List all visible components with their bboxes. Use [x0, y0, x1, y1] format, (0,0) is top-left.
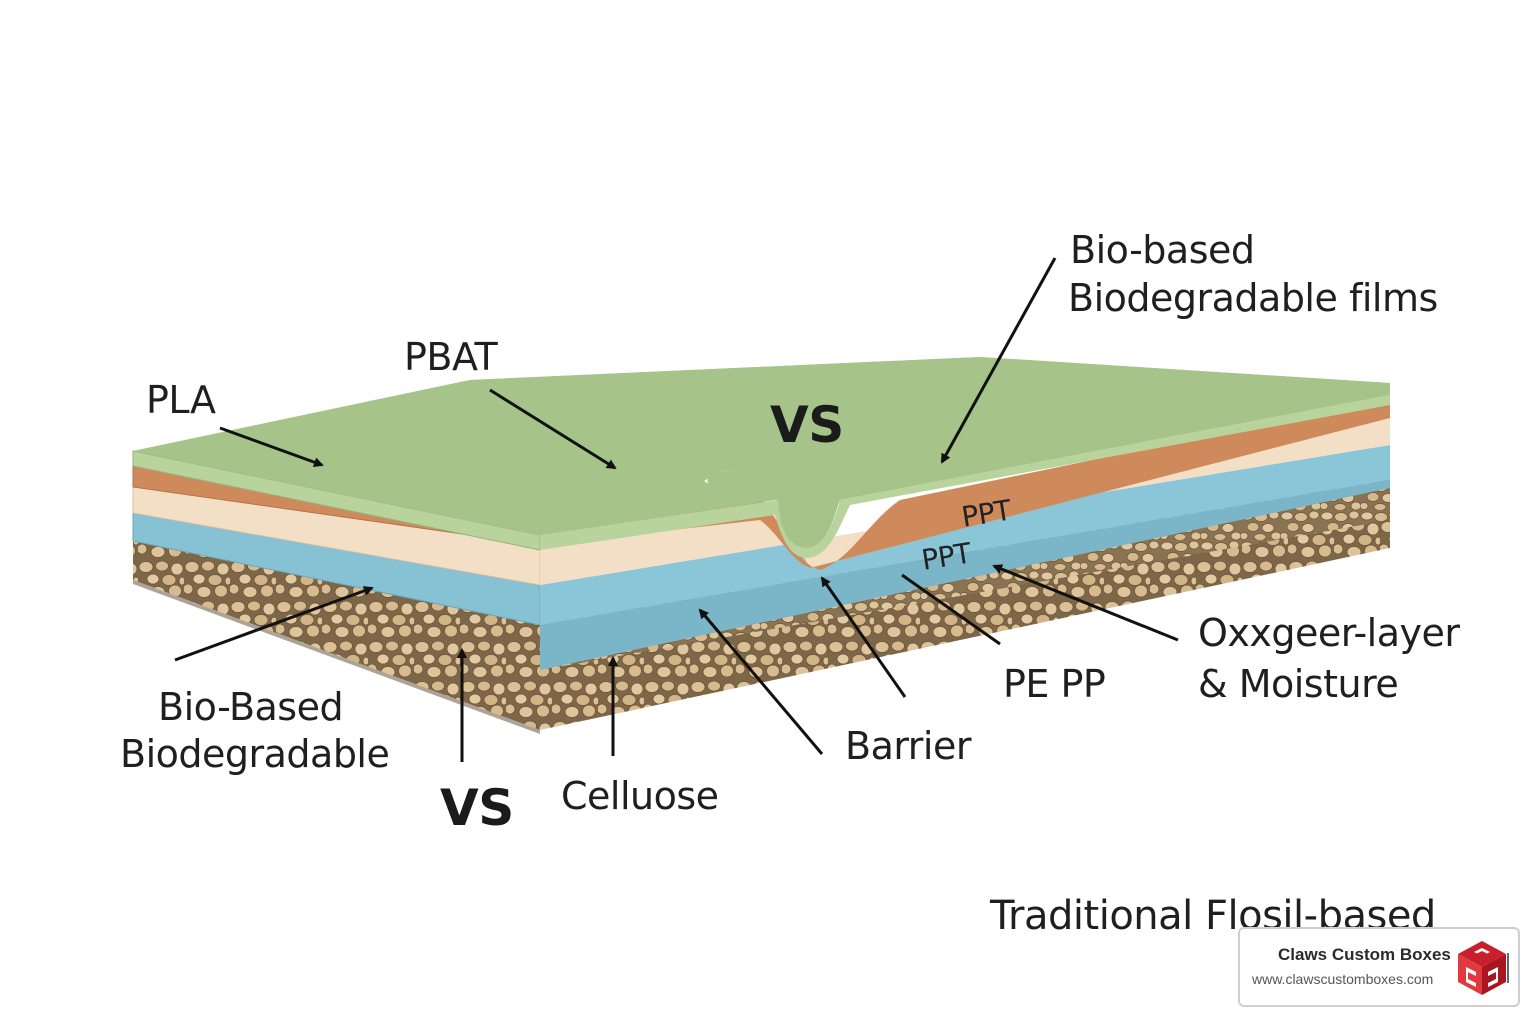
label-oxygen-line2: & Moisture — [1198, 662, 1399, 706]
label-pla: PLA — [146, 378, 216, 422]
brand-name: Claws Custom Boxes — [1278, 945, 1451, 964]
label-bio-films-line2: Biodegradable films — [1068, 276, 1438, 320]
arrow-bio-films — [940, 257, 1057, 464]
green-film-front-edge — [540, 395, 1390, 558]
label-oxygen-line1: Oxxgeer-layer — [1198, 611, 1460, 655]
arrow-bio-based — [174, 586, 374, 662]
label-celluose: Celluose — [561, 774, 719, 818]
arrow-pbat — [489, 388, 617, 470]
green-film-dip — [707, 383, 1390, 548]
arrow-pe-pp — [901, 573, 1001, 646]
label-vs-top: VS — [770, 396, 844, 454]
green-film-surface — [133, 357, 1390, 535]
blue-layer-front — [540, 480, 1390, 670]
label-bio-based-line2: Biodegradable — [120, 732, 390, 776]
cellulose-front-face — [540, 520, 1390, 730]
arrow-barrier — [698, 608, 824, 755]
label-bio-based-line1: Bio-Based — [158, 685, 344, 729]
cellulose-left-face — [133, 541, 540, 730]
brand-watermark: Claws Custom Boxes www.clawscustomboxes.… — [1238, 927, 1520, 1007]
brand-url: www.clawscustomboxes.com — [1252, 971, 1434, 987]
cube-logo-icon — [1458, 941, 1509, 995]
cream-layer-top — [540, 418, 1390, 585]
blue-layer-top — [540, 445, 1390, 625]
arrow-barrier-2 — [820, 576, 907, 698]
label-pe-pp: PE PP — [1003, 662, 1106, 706]
cellulose-shadow — [133, 580, 540, 734]
arrow-oxygen — [992, 564, 1179, 642]
arrow-pla — [219, 426, 324, 467]
label-pbat: PBAT — [404, 335, 498, 379]
label-barrier: Barrier — [845, 724, 972, 768]
label-bio-films-line1: Bio-based — [1070, 228, 1255, 272]
label-vs-bottom: VS — [440, 779, 514, 837]
